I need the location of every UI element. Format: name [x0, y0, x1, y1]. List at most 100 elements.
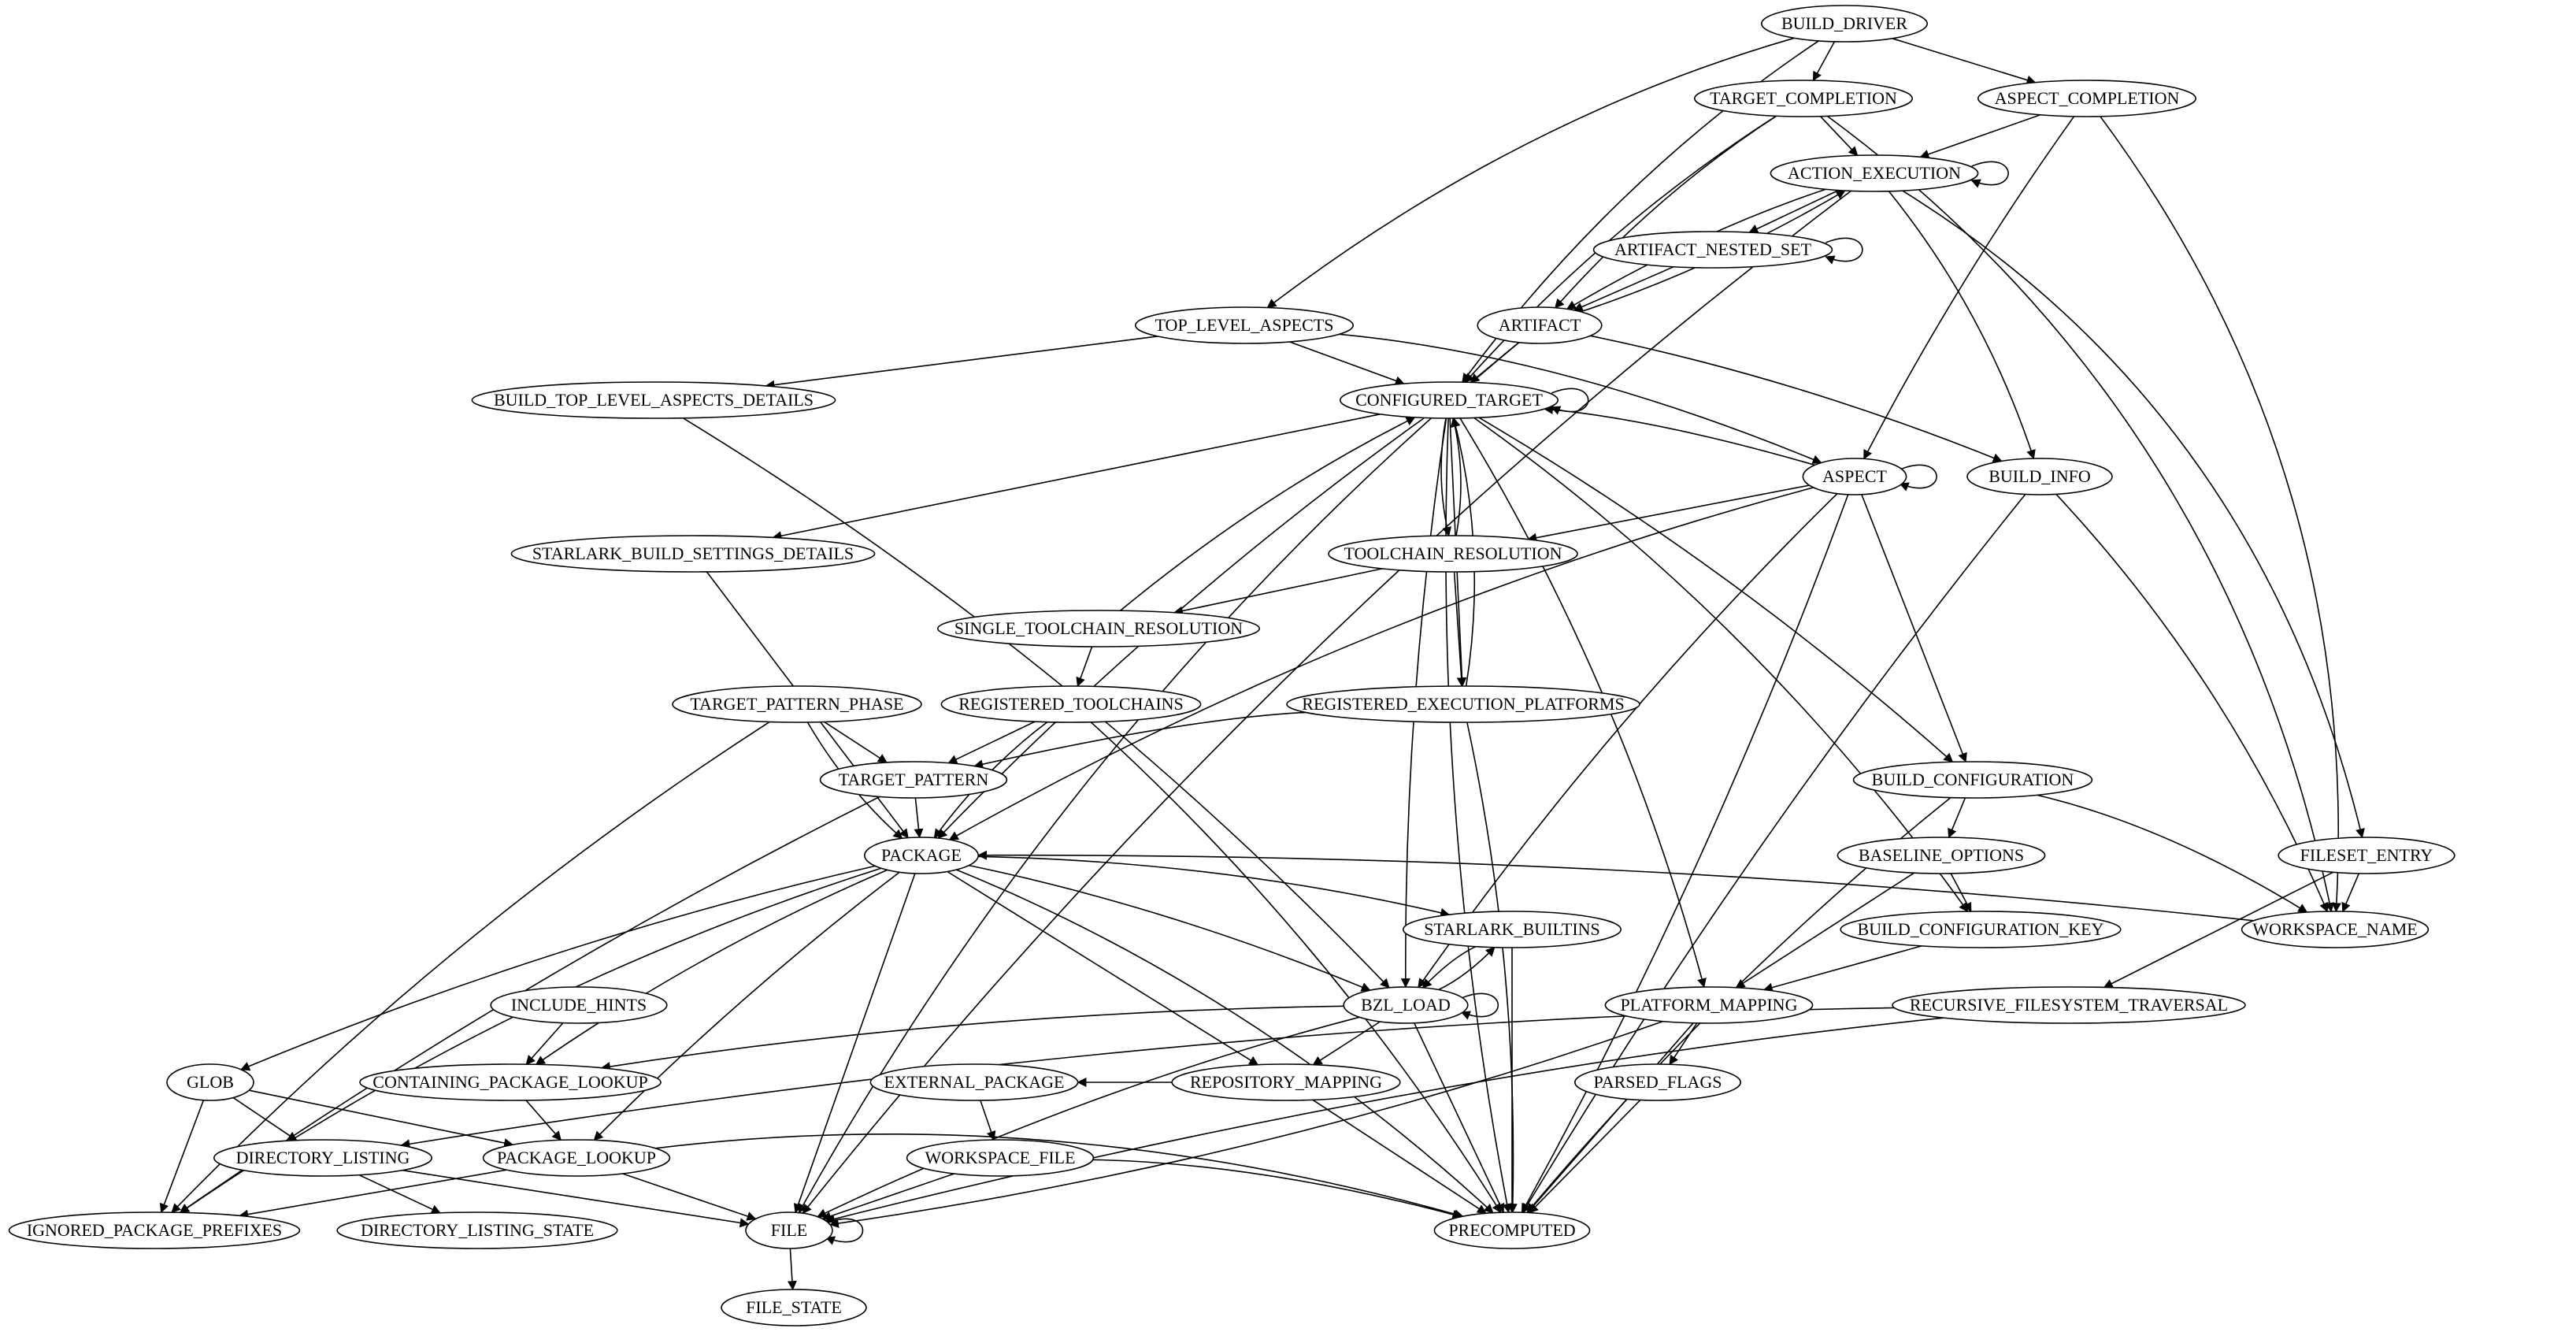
node-ellipse-file_state: [721, 1289, 867, 1326]
edge-action_execution-to-fileset_entry: [1902, 190, 2365, 839]
edge-target_pattern_phase-to-target_pattern: [824, 721, 888, 763]
node-recursive_filesystem_traversal: RECURSIVE_FILESYSTEM_TRAVERSAL: [1892, 986, 2246, 1024]
node-ellipse-top_level_aspects: [1135, 306, 1355, 344]
node-label-starlark_builtins: STARLARK_BUILTINS: [1424, 919, 1600, 939]
edge-aspect-to-configured_target: [1544, 405, 1815, 466]
node-label-include_hints: INCLUDE_HINTS: [511, 995, 647, 1015]
node-label-aspect_completion: ASPECT_COMPLETION: [1995, 88, 2180, 108]
edge-bzl_load-to-precomputed: [1414, 1022, 1505, 1214]
edge-file-to-file: [825, 1218, 864, 1245]
node-label-target_completion: TARGET_COMPLETION: [1710, 88, 1897, 108]
node-toolchain_resolution: TOOLCHAIN_RESOLUTION: [1328, 535, 1578, 573]
edge-package-to-package_lookup: [593, 871, 900, 1141]
edge-platform_mapping-to-precomputed: [1526, 1022, 1694, 1214]
edge-configured_target-to-build_configuration: [1478, 417, 1954, 763]
edge-configured_target-to-starlark_build_settings_details: [772, 414, 1381, 541]
node-target_pattern: TARGET_PATTERN: [819, 761, 1008, 799]
node-label-precomputed: PRECOMPUTED: [1448, 1220, 1575, 1240]
edge-package-to-precomputed: [956, 869, 1494, 1214]
node-label-fileset_entry: FILESET_ENTRY: [2300, 845, 2433, 865]
node-label-parsed_flags: PARSED_FLAGS: [1593, 1072, 1722, 1092]
edge-top_level_aspects-to-build_top_level_aspects_details: [765, 336, 1158, 390]
node-registered_execution_platforms: REGISTERED_EXECUTION_PLATFORMS: [1286, 685, 1640, 723]
node-include_hints: INCLUDE_HINTS: [490, 986, 668, 1024]
edge-build_driver-to-top_level_aspects: [1266, 37, 1795, 309]
edge-fileset_entry-to-recursive_filesystem_traversal: [2103, 871, 2334, 989]
node-label-file_state: FILE_STATE: [746, 1297, 842, 1317]
node-label-configured_target: CONFIGURED_TARGET: [1355, 390, 1543, 410]
node-target_completion: TARGET_COMPLETION: [1694, 80, 1914, 117]
edge-parsed_flags-to-precomputed: [1529, 1099, 1641, 1214]
node-label-registered_execution_platforms: REGISTERED_EXECUTION_PLATFORMS: [1302, 694, 1624, 714]
node-aspect: ASPECT: [1802, 458, 1907, 495]
node-ellipse-recursive_filesystem_traversal: [1892, 986, 2246, 1024]
node-package: PACKAGE: [864, 837, 980, 874]
edge-toolchain_resolution-to-registered_execution_platforms: [1453, 571, 1466, 688]
edge-configured_target-to-precomputed: [1445, 417, 1512, 1214]
node-ellipse-registered_execution_platforms: [1286, 685, 1640, 723]
node-ellipse-include_hints: [490, 986, 668, 1024]
edge-aspect-to-package: [948, 487, 1814, 840]
node-workspace_file: WORKSPACE_FILE: [906, 1139, 1095, 1177]
edge-aspect-to-build_configuration: [1861, 494, 1967, 763]
node-ellipse-repository_mapping: [1171, 1063, 1401, 1101]
node-ellipse-file: [745, 1211, 833, 1249]
edge-layer: [159, 37, 2365, 1291]
node-ellipse-package: [864, 837, 980, 874]
node-ellipse-starlark_build_settings_details: [510, 535, 876, 573]
node-label-directory_listing: DIRECTORY_LISTING: [236, 1148, 410, 1167]
edge-platform_mapping-to-file: [828, 1020, 1663, 1229]
edge-aspect_completion-to-workspace_name: [2100, 116, 2341, 913]
node-label-top_level_aspects: TOP_LEVEL_ASPECTS: [1155, 315, 1334, 335]
edge-registered_execution_platforms-to-target_pattern: [973, 711, 1307, 770]
node-file: FILE: [745, 1211, 833, 1249]
edge-package_lookup-to-file: [622, 1173, 757, 1221]
edge-registered_toolchains-to-precomputed: [1090, 722, 1502, 1214]
node-ellipse-build_top_level_aspects_details: [471, 381, 836, 419]
edge-build_info-to-precomputed: [1522, 493, 2026, 1214]
node-platform_mapping: PLATFORM_MAPPING: [1604, 986, 1814, 1024]
edge-aspect-to-bzl_load: [1418, 493, 1838, 989]
node-target_pattern_phase: TARGET_PATTERN_PHASE: [672, 685, 922, 723]
edge-workspace_file-to-precomputed: [1092, 1159, 1462, 1219]
edge-package-to-file: [793, 873, 916, 1214]
edge-glob-to-directory_listing: [232, 1096, 298, 1141]
node-ellipse-artifact_nested_set: [1592, 231, 1833, 269]
node-ellipse-build_configuration: [1852, 761, 2093, 799]
edge-build_driver-to-aspect_completion: [1892, 38, 2037, 85]
node-glob: GLOB: [166, 1063, 254, 1101]
edge-target_completion-to-action_execution: [1819, 116, 1859, 157]
node-artifact_nested_set: ARTIFACT_NESTED_SET: [1592, 231, 1833, 269]
node-ellipse-bzl_load: [1343, 986, 1469, 1024]
node-label-platform_mapping: PLATFORM_MAPPING: [1621, 995, 1798, 1015]
node-ellipse-artifact: [1477, 306, 1603, 344]
edge-bzl_load-to-repository_mapping: [1312, 1021, 1381, 1066]
node-label-artifact: ARTIFACT: [1499, 315, 1581, 335]
node-directory_listing_state: DIRECTORY_LISTING_STATE: [336, 1211, 618, 1249]
edge-single_toolchain_resolution-to-registered_toolchains: [1076, 646, 1093, 688]
edge-platform_mapping-to-parsed_flags: [1669, 1022, 1698, 1066]
node-action_execution: ACTION_EXECUTION: [1770, 154, 1979, 192]
edge-external_package-to-workspace_file: [980, 1100, 996, 1141]
node-ellipse-target_completion: [1694, 80, 1914, 117]
edge-action_execution-to-action_execution: [1970, 161, 2009, 188]
edge-build_driver-to-target_completion: [1812, 41, 1836, 82]
node-label-directory_listing_state: DIRECTORY_LISTING_STATE: [361, 1220, 594, 1240]
edge-bzl_load-to-containing_package_lookup: [600, 1005, 1344, 1071]
edge-bzl_load-to-bzl_load: [1460, 993, 1499, 1020]
node-ellipse-build_configuration_key: [1840, 911, 2122, 948]
edge-package-to-bzl_load: [969, 864, 1371, 992]
edge-package_lookup-to-precomputed: [655, 1133, 1464, 1219]
edge-aspect-to-aspect: [1899, 464, 1937, 492]
node-baseline_options: BASELINE_OPTIONS: [1837, 837, 2046, 874]
node-label-artifact_nested_set: ARTIFACT_NESTED_SET: [1614, 239, 1812, 259]
node-ellipse-baseline_options: [1837, 837, 2046, 874]
node-label-target_pattern_phase: TARGET_PATTERN_PHASE: [690, 694, 903, 714]
edge-registered_toolchains-to-target_pattern: [947, 721, 1036, 764]
node-top_level_aspects: TOP_LEVEL_ASPECTS: [1135, 306, 1355, 344]
edge-build_configuration_key-to-platform_mapping: [1762, 945, 1922, 993]
edge-toolchain_resolution-to-configured_target: [1450, 417, 1462, 536]
node-ellipse-configured_target: [1340, 381, 1559, 419]
node-ellipse-workspace_file: [906, 1139, 1095, 1177]
